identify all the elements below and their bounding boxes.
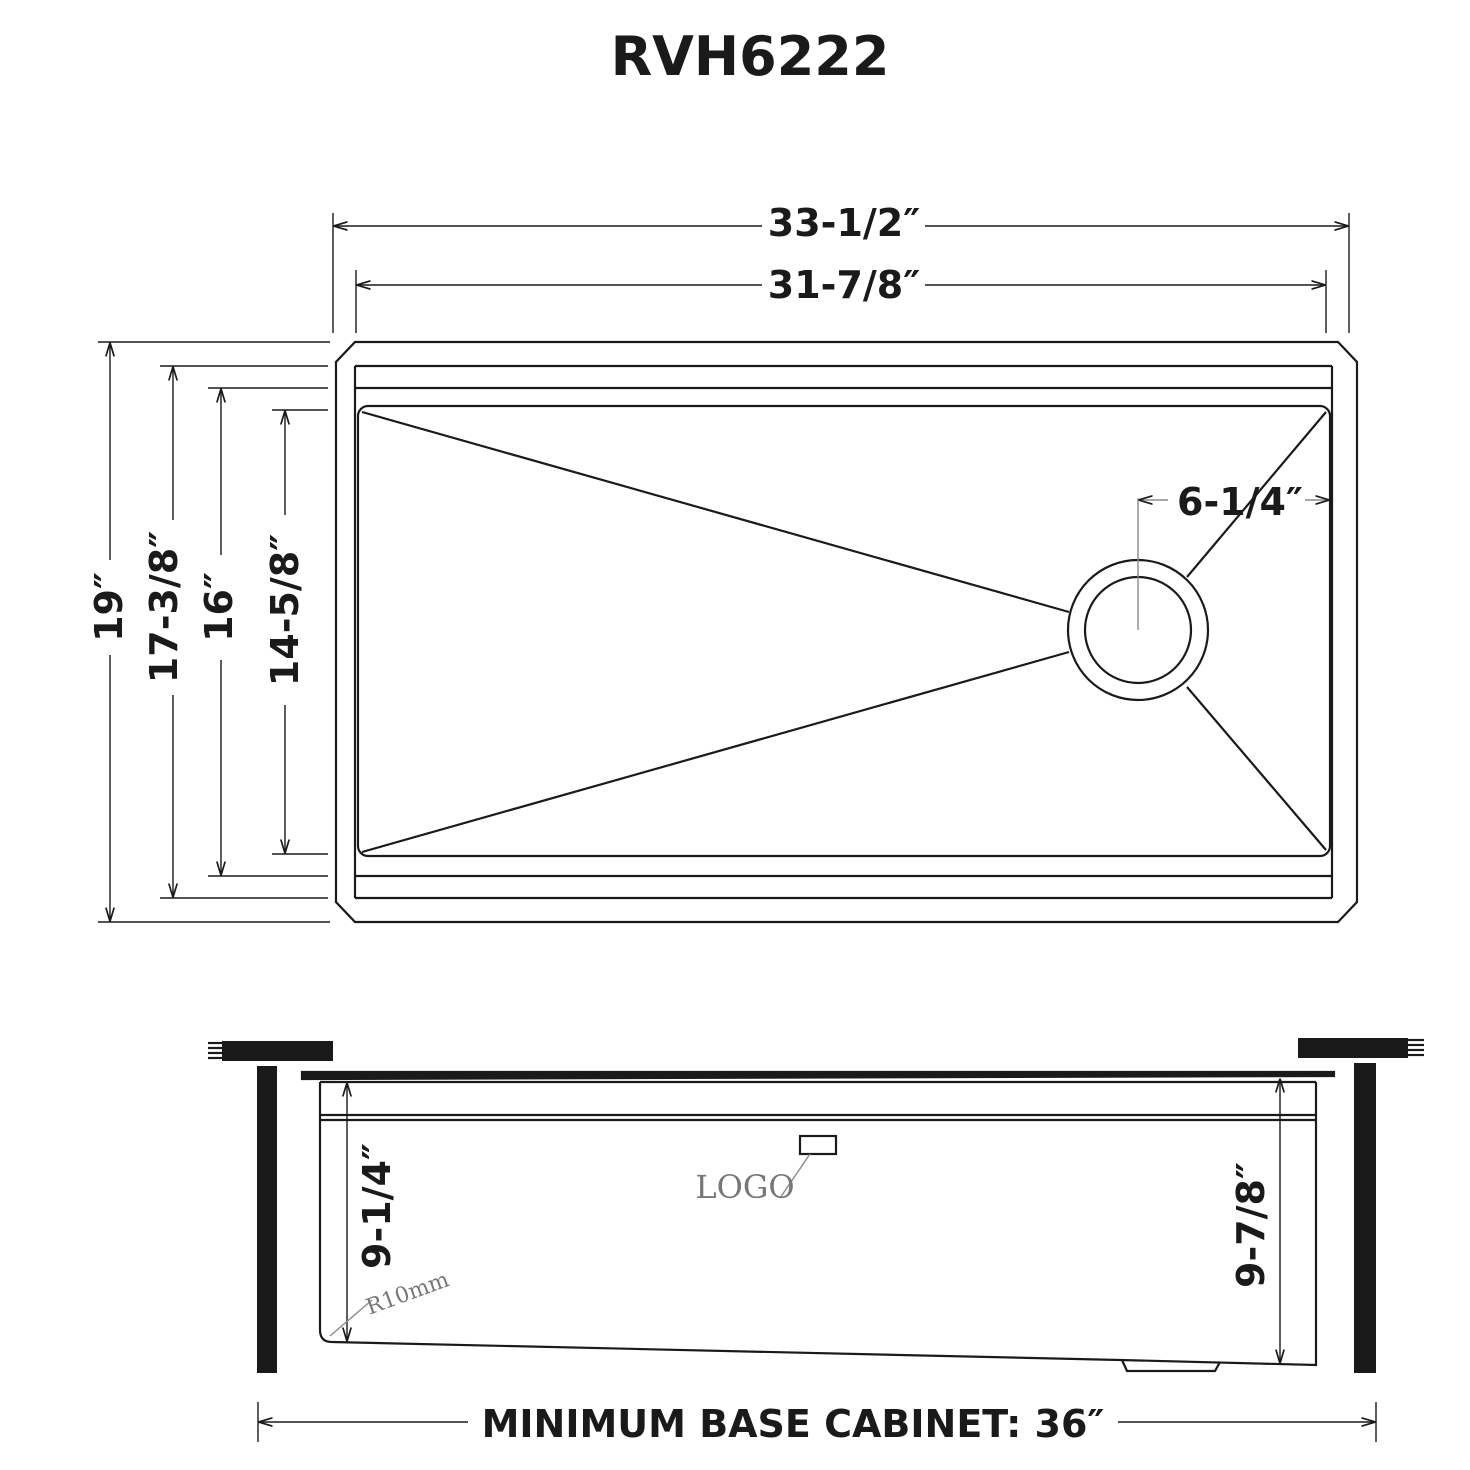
countertop-right [1298, 1038, 1408, 1058]
model-title: RVH6222 [611, 25, 890, 88]
cabinet-size-label: MINIMUM BASE CABINET: 36″ [482, 1402, 1105, 1446]
countertop-left [222, 1041, 333, 1061]
side-view: LOGO 9-1/4″ R10mm 9-7/8″ MINIMUM BASE CA… [208, 1038, 1424, 1446]
logo-plate [798, 1134, 838, 1156]
sink-outline [334, 340, 1359, 924]
depth-17-label: 17-3/8″ [142, 531, 186, 683]
top-view: 33-1/2″ 31-7/8″ 6-1/4″ [87, 201, 1359, 924]
logo-label: LOGO [695, 1168, 794, 1206]
sink-body-side [318, 1082, 1318, 1367]
overall-width-label: 33-1/2″ [768, 201, 920, 245]
inner-width-label: 31-7/8″ [768, 263, 920, 307]
cabinet-wall-right [1354, 1063, 1376, 1373]
cabinet-wall-left [257, 1066, 277, 1373]
overall-depth-label: 19″ [87, 572, 131, 642]
right-height-label: 9-7/8″ [1229, 1162, 1273, 1288]
bowl-depth-label: 14-5/8″ [263, 534, 307, 686]
bowl-outline [356, 404, 1332, 858]
left-height-label: 9-1/4″ [355, 1143, 399, 1269]
radius-label: R10mm [363, 1267, 453, 1320]
sink-flange [300, 1070, 1336, 1081]
depth-16-label: 16″ [197, 572, 241, 642]
drain-offset-label: 6-1/4″ [1177, 480, 1303, 524]
